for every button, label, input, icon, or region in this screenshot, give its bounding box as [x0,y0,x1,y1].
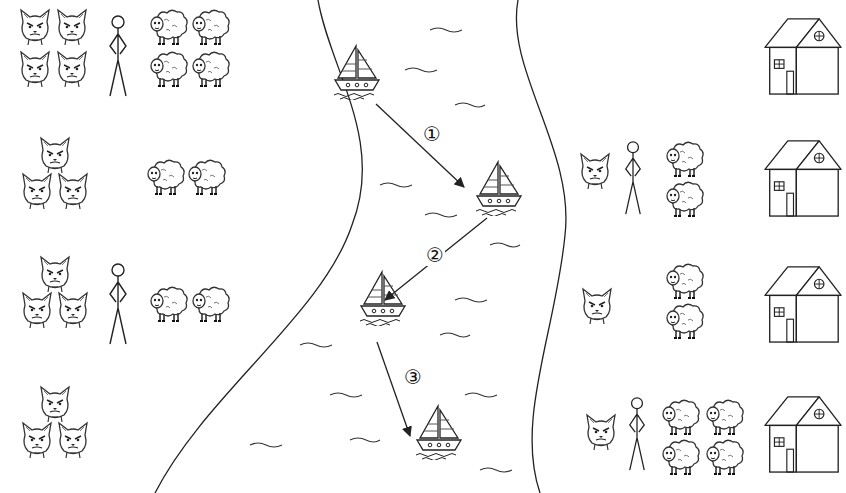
waves [250,28,520,472]
boats [334,46,521,461]
houses [765,19,841,472]
callout-number: ② [425,244,445,266]
wolves [21,10,615,458]
callout-number: ③ [403,366,423,388]
sheep [148,10,743,474]
men [110,16,644,470]
callout-number: ① [422,123,442,145]
move-arrows [376,104,487,436]
river [155,0,566,493]
